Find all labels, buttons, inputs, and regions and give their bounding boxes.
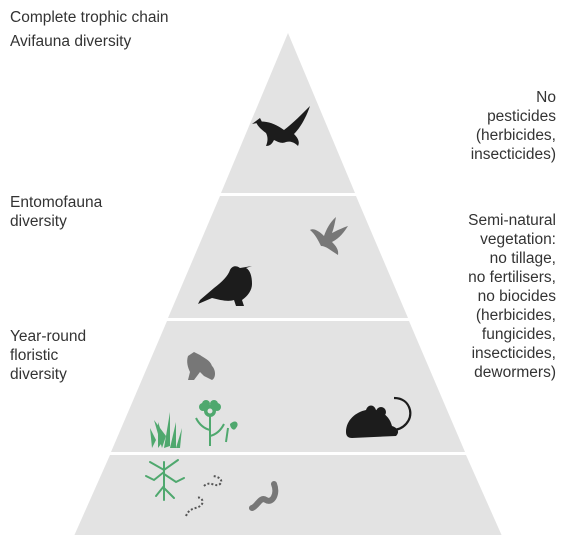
- label-entomofauna-diversity: Entomofauna diversity: [10, 194, 103, 230]
- swallow-icon: [310, 217, 348, 255]
- tier-dividers: [100, 193, 476, 455]
- label-trophic-chain: Complete trophic chain: [10, 9, 169, 26]
- bird-of-prey-icon: [252, 106, 310, 146]
- flowers-icon: [195, 400, 238, 446]
- soil-tier: [74, 455, 502, 535]
- mouse-icon: [346, 396, 412, 438]
- songbird-icon: [198, 266, 252, 306]
- butterfly-icon: [187, 352, 215, 380]
- label-semi-natural-vegetation: Semi-natural vegetation: no tillage, no …: [468, 212, 556, 381]
- pyramid-tiers: [74, 33, 502, 535]
- grass-icon: [150, 412, 182, 448]
- earthworm-icon: [249, 481, 279, 511]
- avifauna-tier: [221, 33, 355, 193]
- label-floristic-diversity: Year-round floristic diversity: [10, 328, 87, 383]
- soil-organisms-icon: [185, 475, 223, 517]
- floristic-tier: [111, 321, 465, 452]
- label-no-pesticides: No pesticides (herbicides, insecticides): [470, 89, 556, 163]
- roots-icon: [145, 459, 185, 501]
- label-avifauna-diversity: Avifauna diversity: [10, 33, 132, 50]
